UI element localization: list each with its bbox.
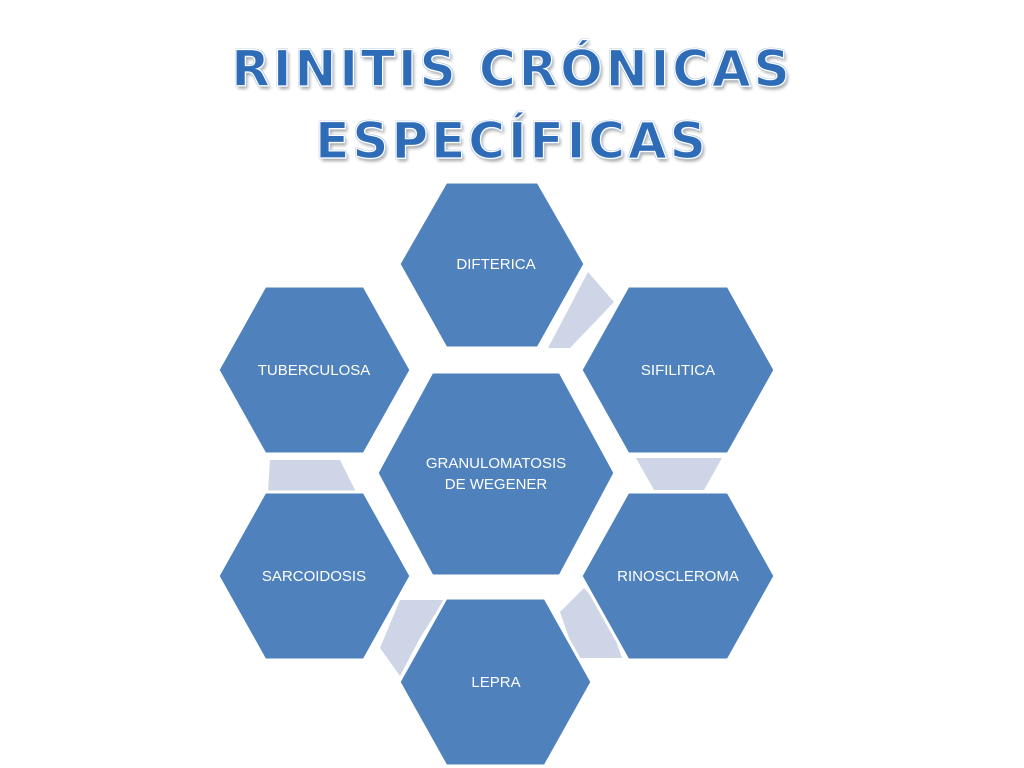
connector-lepra-sarcoidosis — [380, 600, 444, 676]
hex-node-lepra: LEPRA — [397, 596, 594, 768]
hex-node-center: GRANULOMATOSIS DE WEGENER — [375, 370, 617, 578]
hex-label-rinoscleroma: RINOSCLEROMA — [617, 568, 739, 585]
connector-sarcoidosis-tuberculosa — [268, 460, 356, 492]
hex-center-label-line-2: DE WEGENER — [445, 476, 548, 493]
hex-label-sifilitica: SIFILITICA — [641, 362, 715, 379]
connector-sifilitica-rinoscleroma — [636, 458, 722, 490]
hex-label-lepra: LEPRA — [471, 674, 520, 691]
connector-rinoscleroma-lepra — [560, 588, 622, 658]
connector-difterica-sifilitica — [548, 272, 614, 348]
hex-node-difterica: DIFTERICA — [397, 180, 587, 350]
hex-node-sarcoidosis: SARCOIDOSIS — [216, 490, 413, 662]
connectors — [268, 272, 722, 676]
hex-center-label-line-1: GRANULOMATOSIS — [426, 455, 566, 472]
hex-label-sarcoidosis: SARCOIDOSIS — [262, 568, 366, 585]
hex-node-rinoscleroma: RINOSCLEROMA — [579, 490, 777, 662]
hex-label-tuberculosa: TUBERCULOSA — [258, 362, 371, 379]
slide-title-line-1: RINITIS CRÓNICAS — [231, 40, 793, 98]
hex-label-difterica: DIFTERICA — [456, 256, 535, 273]
slide-title-line-2: ESPECÍFICAS — [315, 112, 709, 170]
hex-node-sifilitica: SIFILITICA — [579, 284, 777, 456]
hex-node-tuberculosa: TUBERCULOSA — [216, 284, 413, 456]
